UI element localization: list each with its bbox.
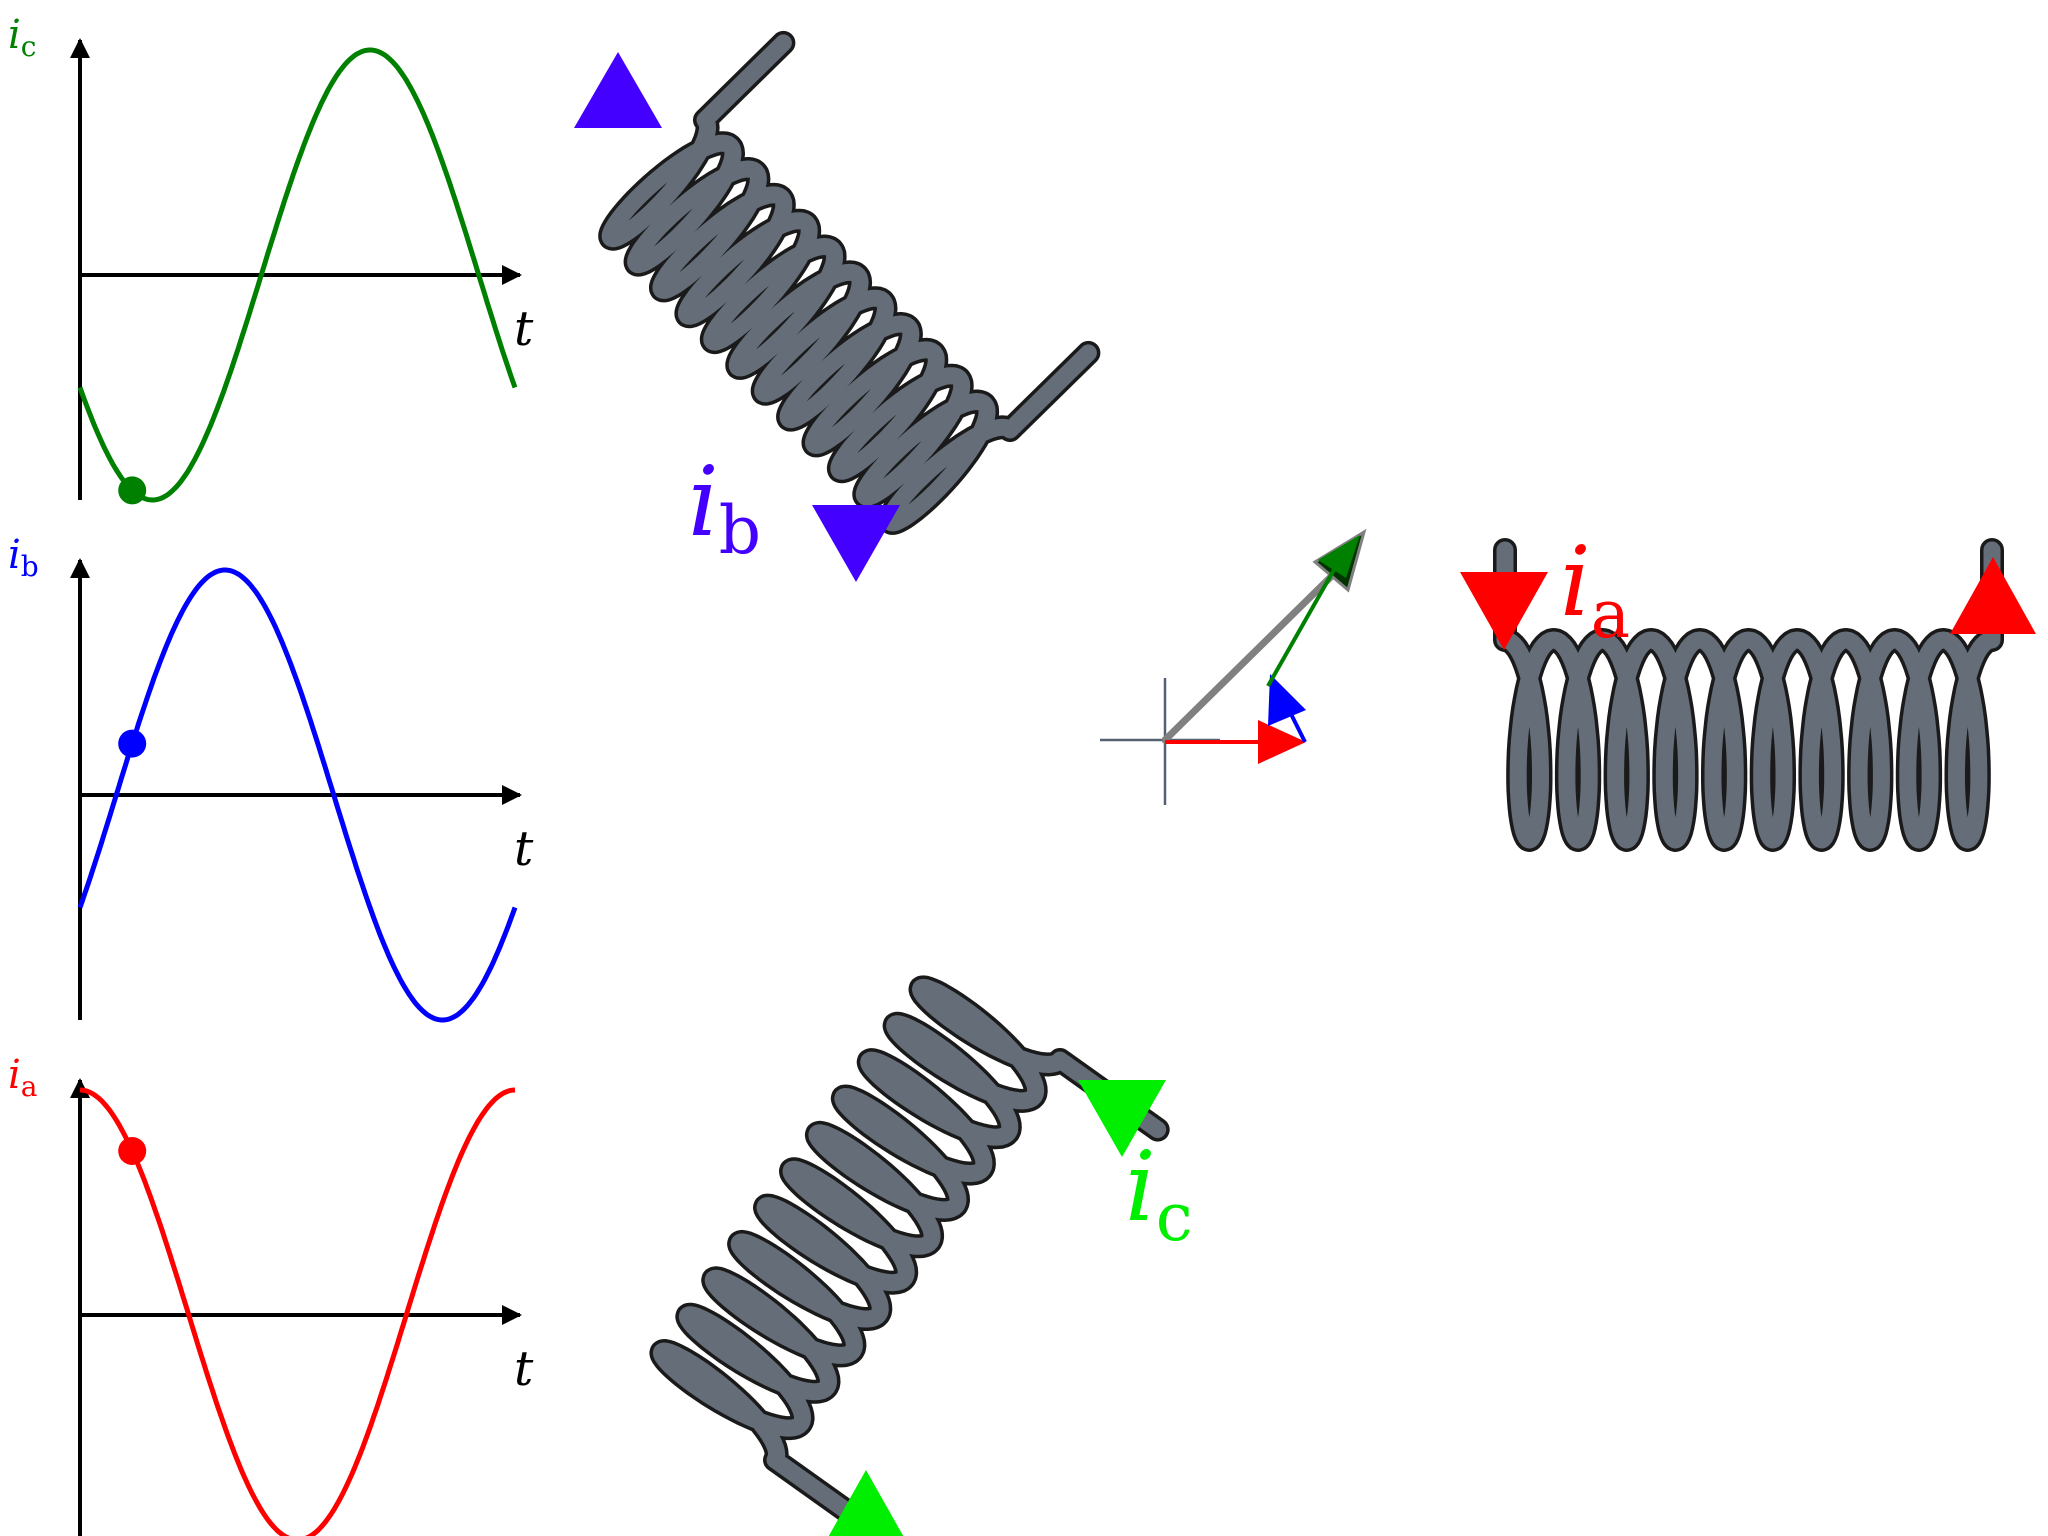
plot-ia-curve [79, 1087, 516, 1536]
plot-ib-sample-dot [118, 729, 147, 758]
plot-ib-t-label: t [514, 821, 534, 877]
phase-b-field-vector-head [1268, 674, 1306, 726]
plot-ia-y-label: ia [8, 1052, 38, 1103]
coil-c-current-out-arrow [828, 1470, 904, 1536]
coil-b-current-out-arrow [812, 505, 900, 582]
plot-ib: ib t [8, 532, 534, 1023]
coil-a-label: ia [1560, 526, 1630, 653]
coil-b-current-in-arrow [574, 52, 662, 128]
phasor-diagram [1100, 528, 1367, 805]
coil-c-label: ic [1125, 1131, 1193, 1256]
plot-ic-curve [77, 47, 518, 503]
plot-ib-y-label: ib [8, 532, 39, 583]
coil-c-current-in-arrow [1078, 1080, 1166, 1157]
coil-b-label: ib [688, 446, 761, 569]
coil-a: ia [1460, 526, 2036, 852]
phase-a-field-vector-head [1258, 720, 1306, 764]
plot-ia: ia t [8, 1052, 534, 1536]
phase-c-field-vector [1266, 567, 1337, 687]
phase-c-field-vector-head [1318, 535, 1360, 578]
coil-a-winding [1496, 541, 2001, 849]
coil-c-winding [652, 978, 1167, 1536]
plot-ib-curve [77, 567, 518, 1023]
coil-b: ib [574, 30, 1101, 582]
plot-ic: ic t [8, 12, 534, 505]
plot-ic-t-label: t [514, 301, 534, 357]
plot-ic-sample-dot [118, 476, 147, 505]
plot-ic-y-label: ic [8, 12, 36, 63]
coil-a-current-in-arrow [1460, 572, 1548, 650]
resultant-field-vector [1161, 556, 1352, 744]
coil-c: ic [649, 975, 1193, 1536]
plot-ia-t-label: t [514, 1341, 534, 1397]
coil-b-winding [601, 34, 1097, 532]
plot-ia-sample-dot [118, 1137, 147, 1165]
coil-a-current-out-arrow [1950, 557, 2036, 634]
